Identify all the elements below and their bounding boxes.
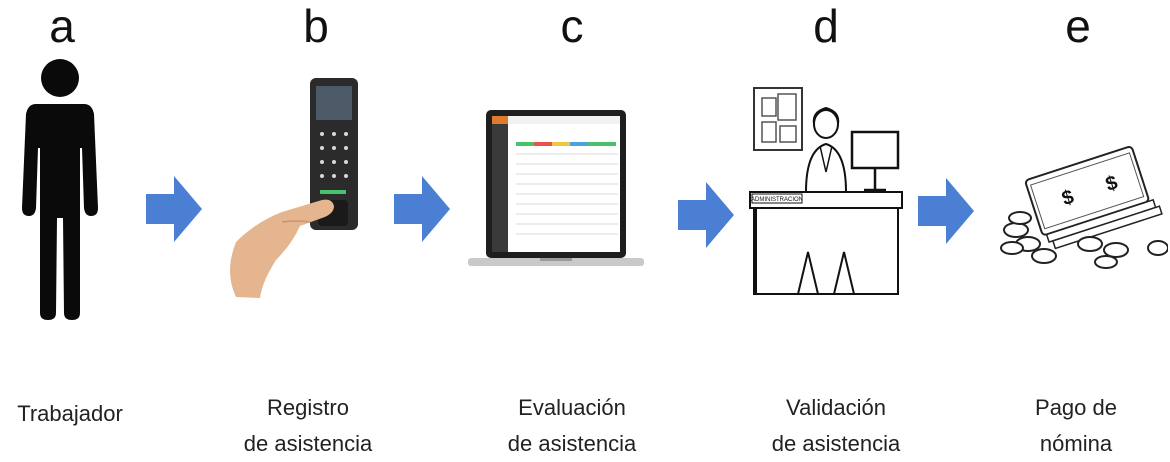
step-caption-a: Trabajador <box>0 396 180 432</box>
flow-arrow-1 <box>146 176 202 247</box>
step-caption-e: Pago de nómina <box>966 390 1170 462</box>
person-icon <box>18 58 102 322</box>
flow-arrow-2 <box>394 176 450 247</box>
fingerprint-scanner-icon <box>222 72 382 304</box>
step-caption-e-line2: nómina <box>1039 431 1113 456</box>
step-caption-c: Evaluación de asistencia <box>462 390 682 462</box>
step-letter-a: a <box>49 0 75 52</box>
step-caption-b-line1: Registro <box>267 395 349 420</box>
step-letter-b: b <box>303 0 329 52</box>
step-letter-e: e <box>1065 0 1091 52</box>
step-caption-c-line1: Evaluación <box>518 395 626 420</box>
office-worker-icon: ADMINISTRACION <box>748 82 904 298</box>
flow-arrow-4 <box>918 178 974 249</box>
step-letter-d: d <box>813 0 839 52</box>
step-caption-d: Validación de asistencia <box>726 390 946 462</box>
step-caption-e-line1: Pago de <box>1035 395 1117 420</box>
step-caption-a-line1: Trabajador <box>17 401 123 426</box>
step-caption-d-line1: Validación <box>786 395 886 420</box>
flow-arrow-3 <box>678 182 734 253</box>
step-caption-b-line2: de asistencia <box>243 431 373 456</box>
laptop-icon <box>468 108 644 270</box>
step-caption-c-line2: de asistencia <box>507 431 637 456</box>
step-caption-d-line2: de asistencia <box>771 431 901 456</box>
step-letter-c: c <box>560 0 584 52</box>
step-caption-b: Registro de asistencia <box>198 390 418 462</box>
desk-sign-text: ADMINISTRACION <box>751 197 803 203</box>
money-icon: $ $ <box>998 50 1169 276</box>
